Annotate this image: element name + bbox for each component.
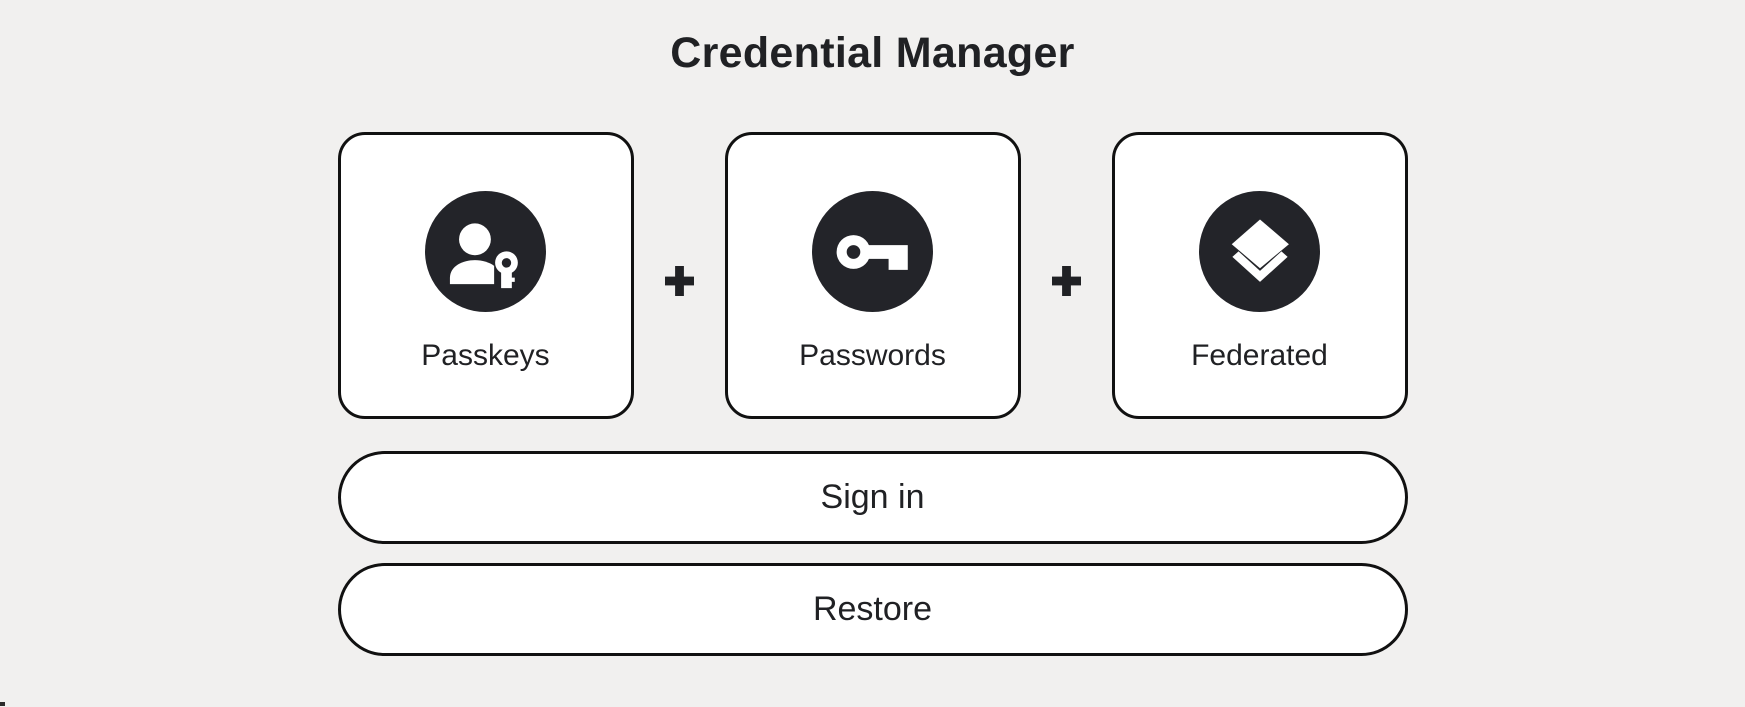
restore-button[interactable]: Restore — [337, 563, 1408, 657]
passkey-icon — [449, 223, 518, 289]
card-passwords: Passwords — [724, 132, 1021, 420]
plus-icon — [1051, 265, 1081, 296]
plus-separator-1 — [664, 265, 694, 296]
passkeys-label: Passkeys — [421, 339, 550, 373]
passkeys-icon-circle — [425, 191, 546, 313]
passwords-label: Passwords — [799, 339, 946, 373]
corner-artifact — [0, 702, 5, 706]
card-federated: Federated — [1111, 132, 1408, 420]
key-icon — [836, 235, 908, 270]
sign-in-button[interactable]: Sign in — [337, 451, 1408, 545]
federated-icon-circle — [1199, 191, 1320, 313]
card-passkeys: Passkeys — [337, 132, 634, 420]
page-title: Credential Manager — [670, 29, 1075, 77]
plus-icon — [664, 265, 694, 296]
credential-manager-screen: Credential Manager Passkeys — [337, 0, 1408, 657]
federated-label: Federated — [1191, 339, 1328, 373]
layers-icon — [1231, 219, 1289, 282]
plus-separator-2 — [1051, 265, 1081, 296]
credential-types-row: Passkeys Passwords — [337, 132, 1408, 420]
passwords-icon-circle — [812, 191, 933, 313]
